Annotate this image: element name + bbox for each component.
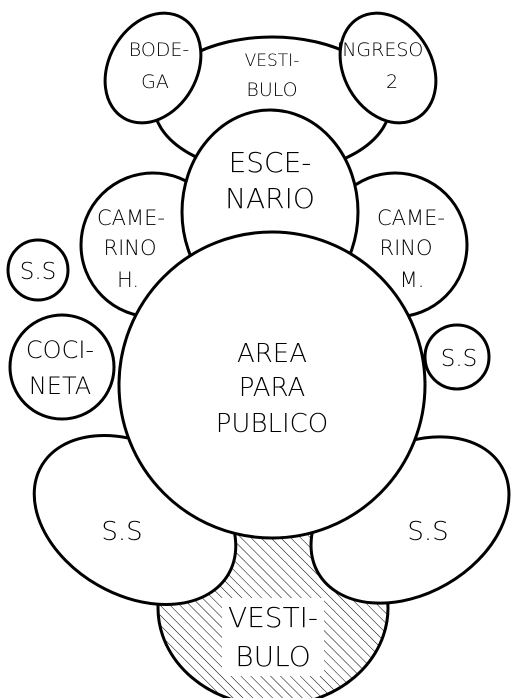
bodega-label-1: BODE- <box>129 39 190 61</box>
escenario-label-1: ESCE- <box>229 146 312 179</box>
ss-left-small-label: S.S <box>20 259 57 285</box>
vestibulo-top-label-2: BULO <box>246 79 297 101</box>
cocineta-label-2: NETA <box>29 372 91 400</box>
room-ingreso: INGRESO 2 <box>337 11 438 125</box>
cocineta-label-1: COCI- <box>26 336 94 364</box>
room-bodega: BODE- GA <box>103 11 203 125</box>
camerino-m-label-1: CAME- <box>377 206 445 230</box>
camerino-h-label-1: CAME- <box>97 206 165 230</box>
area-publico-label-2: PARA <box>239 373 306 403</box>
room-area-publico: AREA PARA PUBLICO <box>117 230 427 540</box>
ingreso-label-2: 2 <box>386 71 398 93</box>
camerino-m-label-3: M. <box>400 268 425 292</box>
area-publico-label-1: AREA <box>237 339 307 369</box>
escenario-label-2: NARIO <box>225 182 315 215</box>
camerino-h-label-2: RINO <box>103 236 156 260</box>
camerino-m-label-2: RINO <box>379 236 432 260</box>
room-cocineta: COCI- NETA <box>8 313 116 421</box>
ss-bottom-left-label: S.S <box>101 517 142 547</box>
area-publico-label-3: PUBLICO <box>216 409 329 439</box>
vestibulo-top-label-1: VESTI- <box>245 51 300 71</box>
bodega-label-2: GA <box>141 71 169 93</box>
vestibulo-bottom-label-2: BULO <box>235 640 310 673</box>
room-ss-left-small: S.S <box>6 238 70 302</box>
vestibulo-bottom-label-1: VESTI- <box>228 601 318 634</box>
ss-right-small-label: S.S <box>441 346 478 372</box>
ss-bottom-right-label: S.S <box>407 517 448 547</box>
ingreso-label-1: INGRESO <box>337 39 424 61</box>
room-ss-right-small: S.S <box>423 323 491 391</box>
camerino-h-label-3: H. <box>117 268 139 292</box>
vestibulo-bottom-label-bg <box>222 598 324 676</box>
